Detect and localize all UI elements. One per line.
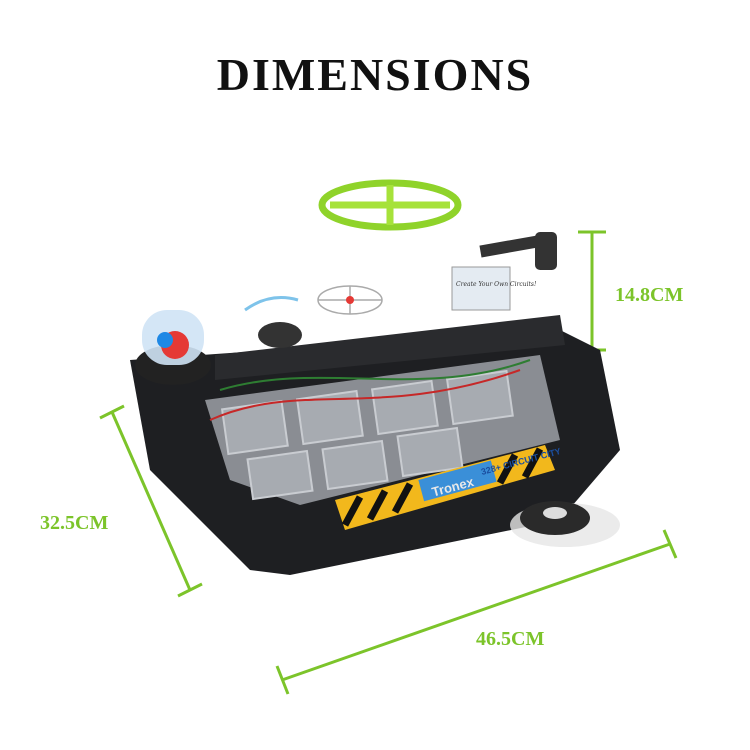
glowing-propeller [318,179,462,231]
sign-text: Create Your Own Circuits! [456,281,537,288]
motor-arm [479,232,557,270]
depth-dimension-line [99,404,203,598]
whiteboard-sign: Create Your Own Circuits! [451,266,537,311]
touch-pad [510,501,620,547]
width-label: 46.5CM [476,628,545,650]
siren-light [135,310,211,385]
fan [317,285,383,315]
circuit-board-base: Tronex 328+ CIRCUIT CITY [130,315,620,575]
speaker [244,296,302,348]
depth-label: 32.5CM [40,512,109,534]
width-dimension-line [275,529,678,695]
height-label: 14.8CM [615,284,684,306]
height-dimension-line [578,230,606,352]
page-title: DIMENSIONS [216,49,534,100]
